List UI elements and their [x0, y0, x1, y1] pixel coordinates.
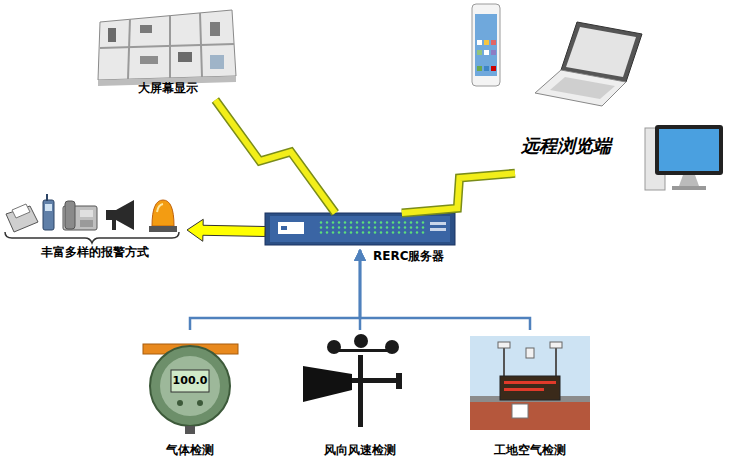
gas-reading: 100.0: [171, 374, 209, 388]
node-caption: 大屏幕显示: [138, 81, 198, 96]
gas-detector-node: 气体检测: [138, 330, 242, 462]
connector-outlines: [215, 100, 515, 213]
data-wire: [190, 250, 360, 330]
server-node: RERC服务器: [265, 213, 455, 250]
gas-detector: [143, 344, 238, 434]
alarm-devices: [5, 194, 179, 243]
phone-icon: [472, 4, 500, 86]
big-screen-node: 大屏幕显示: [95, 8, 240, 100]
desktop-icon: [645, 125, 723, 190]
node-caption: 远程浏览端: [521, 134, 726, 158]
connectors: [187, 100, 530, 330]
wind-sensor: [303, 334, 402, 427]
node-caption: 丰富多样的报警方式: [41, 245, 149, 260]
wireless-link: [402, 173, 515, 213]
node-caption: 工地空气检测: [494, 443, 566, 458]
air-monitor: [470, 336, 590, 430]
data-wire: [360, 250, 530, 330]
node-caption: 气体检测: [166, 443, 214, 458]
node-caption: RERC服务器: [373, 249, 454, 264]
lightning-outline: [215, 100, 335, 213]
server-rack: [265, 213, 455, 245]
lightning-outline: [402, 173, 515, 213]
wireless-link: [215, 100, 335, 213]
floor-plan-screen: [98, 10, 236, 86]
remote-client-node: 远程浏览端: [515, 5, 727, 192]
alarm-node: 丰富多样的报警方式: [3, 190, 187, 264]
laptop-icon: [535, 22, 642, 106]
wind-sensor-node: 风向风速检测: [300, 330, 420, 462]
node-caption: 风向风速检测: [324, 443, 396, 458]
air-monitor-node: 工地空气检测: [466, 330, 594, 462]
alarm-arrow: [187, 219, 265, 241]
